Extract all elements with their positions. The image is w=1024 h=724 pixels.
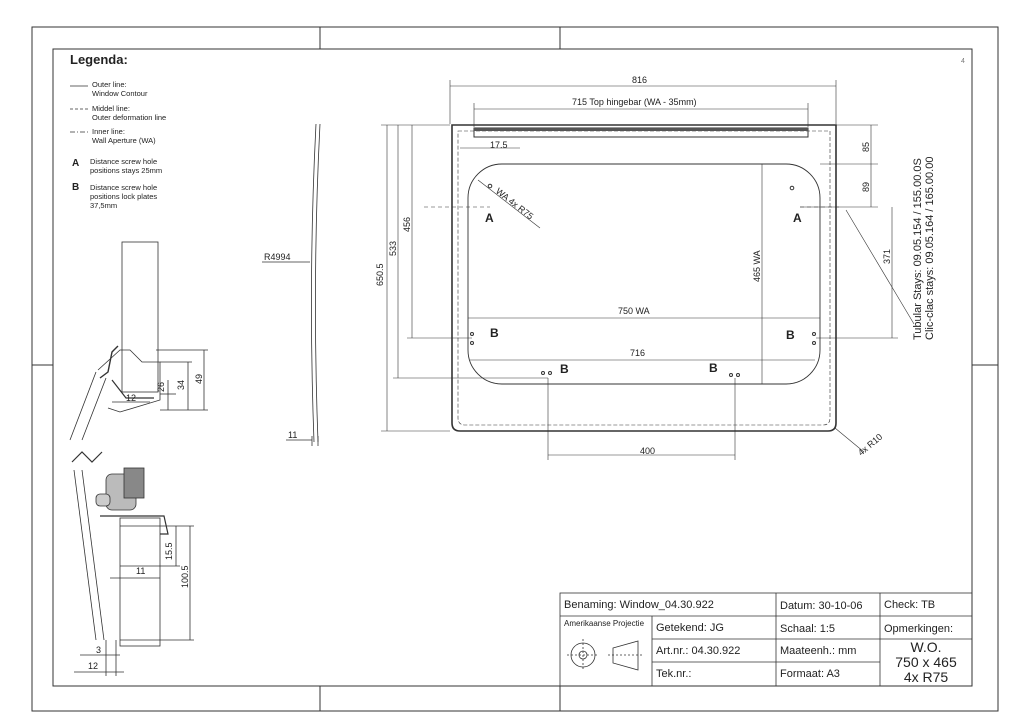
stays-tubular: Tubular Stays: 09.05.154 / 155.00.0S — [912, 158, 924, 340]
marker-b-left: B — [490, 326, 499, 340]
dim-3: 3 — [96, 645, 102, 655]
tb-benaming: Benaming: Window_04.30.922 — [564, 599, 714, 611]
dim-716: 716 — [630, 348, 646, 358]
legend-item-a: Distance screw hole positions stays 25mm — [90, 157, 163, 175]
tb-projection: Amerikaanse Projectie — [564, 619, 645, 628]
section-detail-bottom — [71, 451, 194, 676]
dim-100-5: 100.5 — [180, 565, 190, 588]
corner-mark: 4 — [961, 58, 965, 65]
dim-650-5: 650.5 — [375, 263, 385, 286]
tb-getekend: Getekend: JG — [656, 622, 724, 634]
marker-a-left: A — [485, 211, 494, 225]
dim-17-5: 17.5 — [490, 140, 508, 150]
dim-r4994: R4994 — [264, 252, 291, 262]
tb-opmerkingen: Opmerkingen: — [884, 623, 954, 635]
tb-teknr: Tek.nr.: — [656, 668, 692, 680]
tb-maateenh: Maateenh.: mm — [780, 645, 857, 657]
tb-artnr: Art.nr.: 04.30.922 — [656, 645, 741, 657]
marker-b-bottom-right: B — [709, 361, 718, 375]
dim-816: 816 — [632, 75, 648, 85]
legend-inner-line: Inner line: Wall Aperture (WA) — [92, 127, 156, 145]
legend-outer-line: Outer line: Window Contour — [92, 80, 148, 98]
tb-datum: Datum: 30-10-06 — [780, 600, 863, 612]
section-detail-top — [69, 241, 208, 441]
legend-symbols — [70, 85, 88, 133]
window-front-view — [451, 124, 837, 432]
marker-b-right: B — [786, 328, 795, 342]
dim-49: 49 — [194, 373, 204, 384]
dim-400: 400 — [640, 446, 656, 456]
legend-item-b: Distance screw hole positions lock plate… — [90, 183, 158, 210]
dim-750-wa: 750 WA — [618, 306, 650, 316]
sheet-frame — [31, 26, 999, 712]
dim-465-wa: 465 WA — [752, 250, 762, 282]
dim-89: 89 — [861, 181, 871, 192]
dim-top-hingebar: 715 Top hingebar (WA - 35mm) — [572, 97, 697, 107]
dim-533: 533 — [388, 240, 398, 256]
tb-check: Check: TB — [884, 599, 936, 611]
dim-26: 26 — [156, 381, 166, 392]
legend-symbol-a: A — [72, 158, 80, 169]
dim-85: 85 — [861, 141, 871, 152]
marker-b-bottom-left: B — [560, 362, 569, 376]
dim-456: 456 — [402, 216, 412, 232]
side-view — [262, 123, 321, 446]
dim-371: 371 — [882, 248, 892, 264]
title-block-grid — [559, 592, 973, 687]
tb-formaat: Formaat: A3 — [780, 668, 840, 680]
tb-remarks: W.O. 750 x 465 4x R75 — [895, 639, 957, 685]
dim-15-5: 15.5 — [164, 542, 174, 560]
dim-12-top: 12 — [126, 393, 137, 403]
legend-title: Legenda: — [70, 52, 128, 67]
tb-schaal: Schaal: 1:5 — [780, 623, 836, 635]
dim-11-bottom: 11 — [136, 566, 146, 576]
dim-side-11: 11 — [288, 430, 298, 440]
front-dimension-lines — [381, 80, 915, 460]
dim-34: 34 — [176, 379, 186, 390]
legend-middle-line: Middel line: Outer deformation line — [92, 104, 167, 122]
marker-a-right: A — [793, 211, 802, 225]
dim-12-bottom: 12 — [88, 661, 99, 671]
stays-clic-clac: Clic-clac stays: 09.05.164 / 165.00.00 — [924, 156, 936, 340]
legend-symbol-b: B — [72, 182, 80, 193]
